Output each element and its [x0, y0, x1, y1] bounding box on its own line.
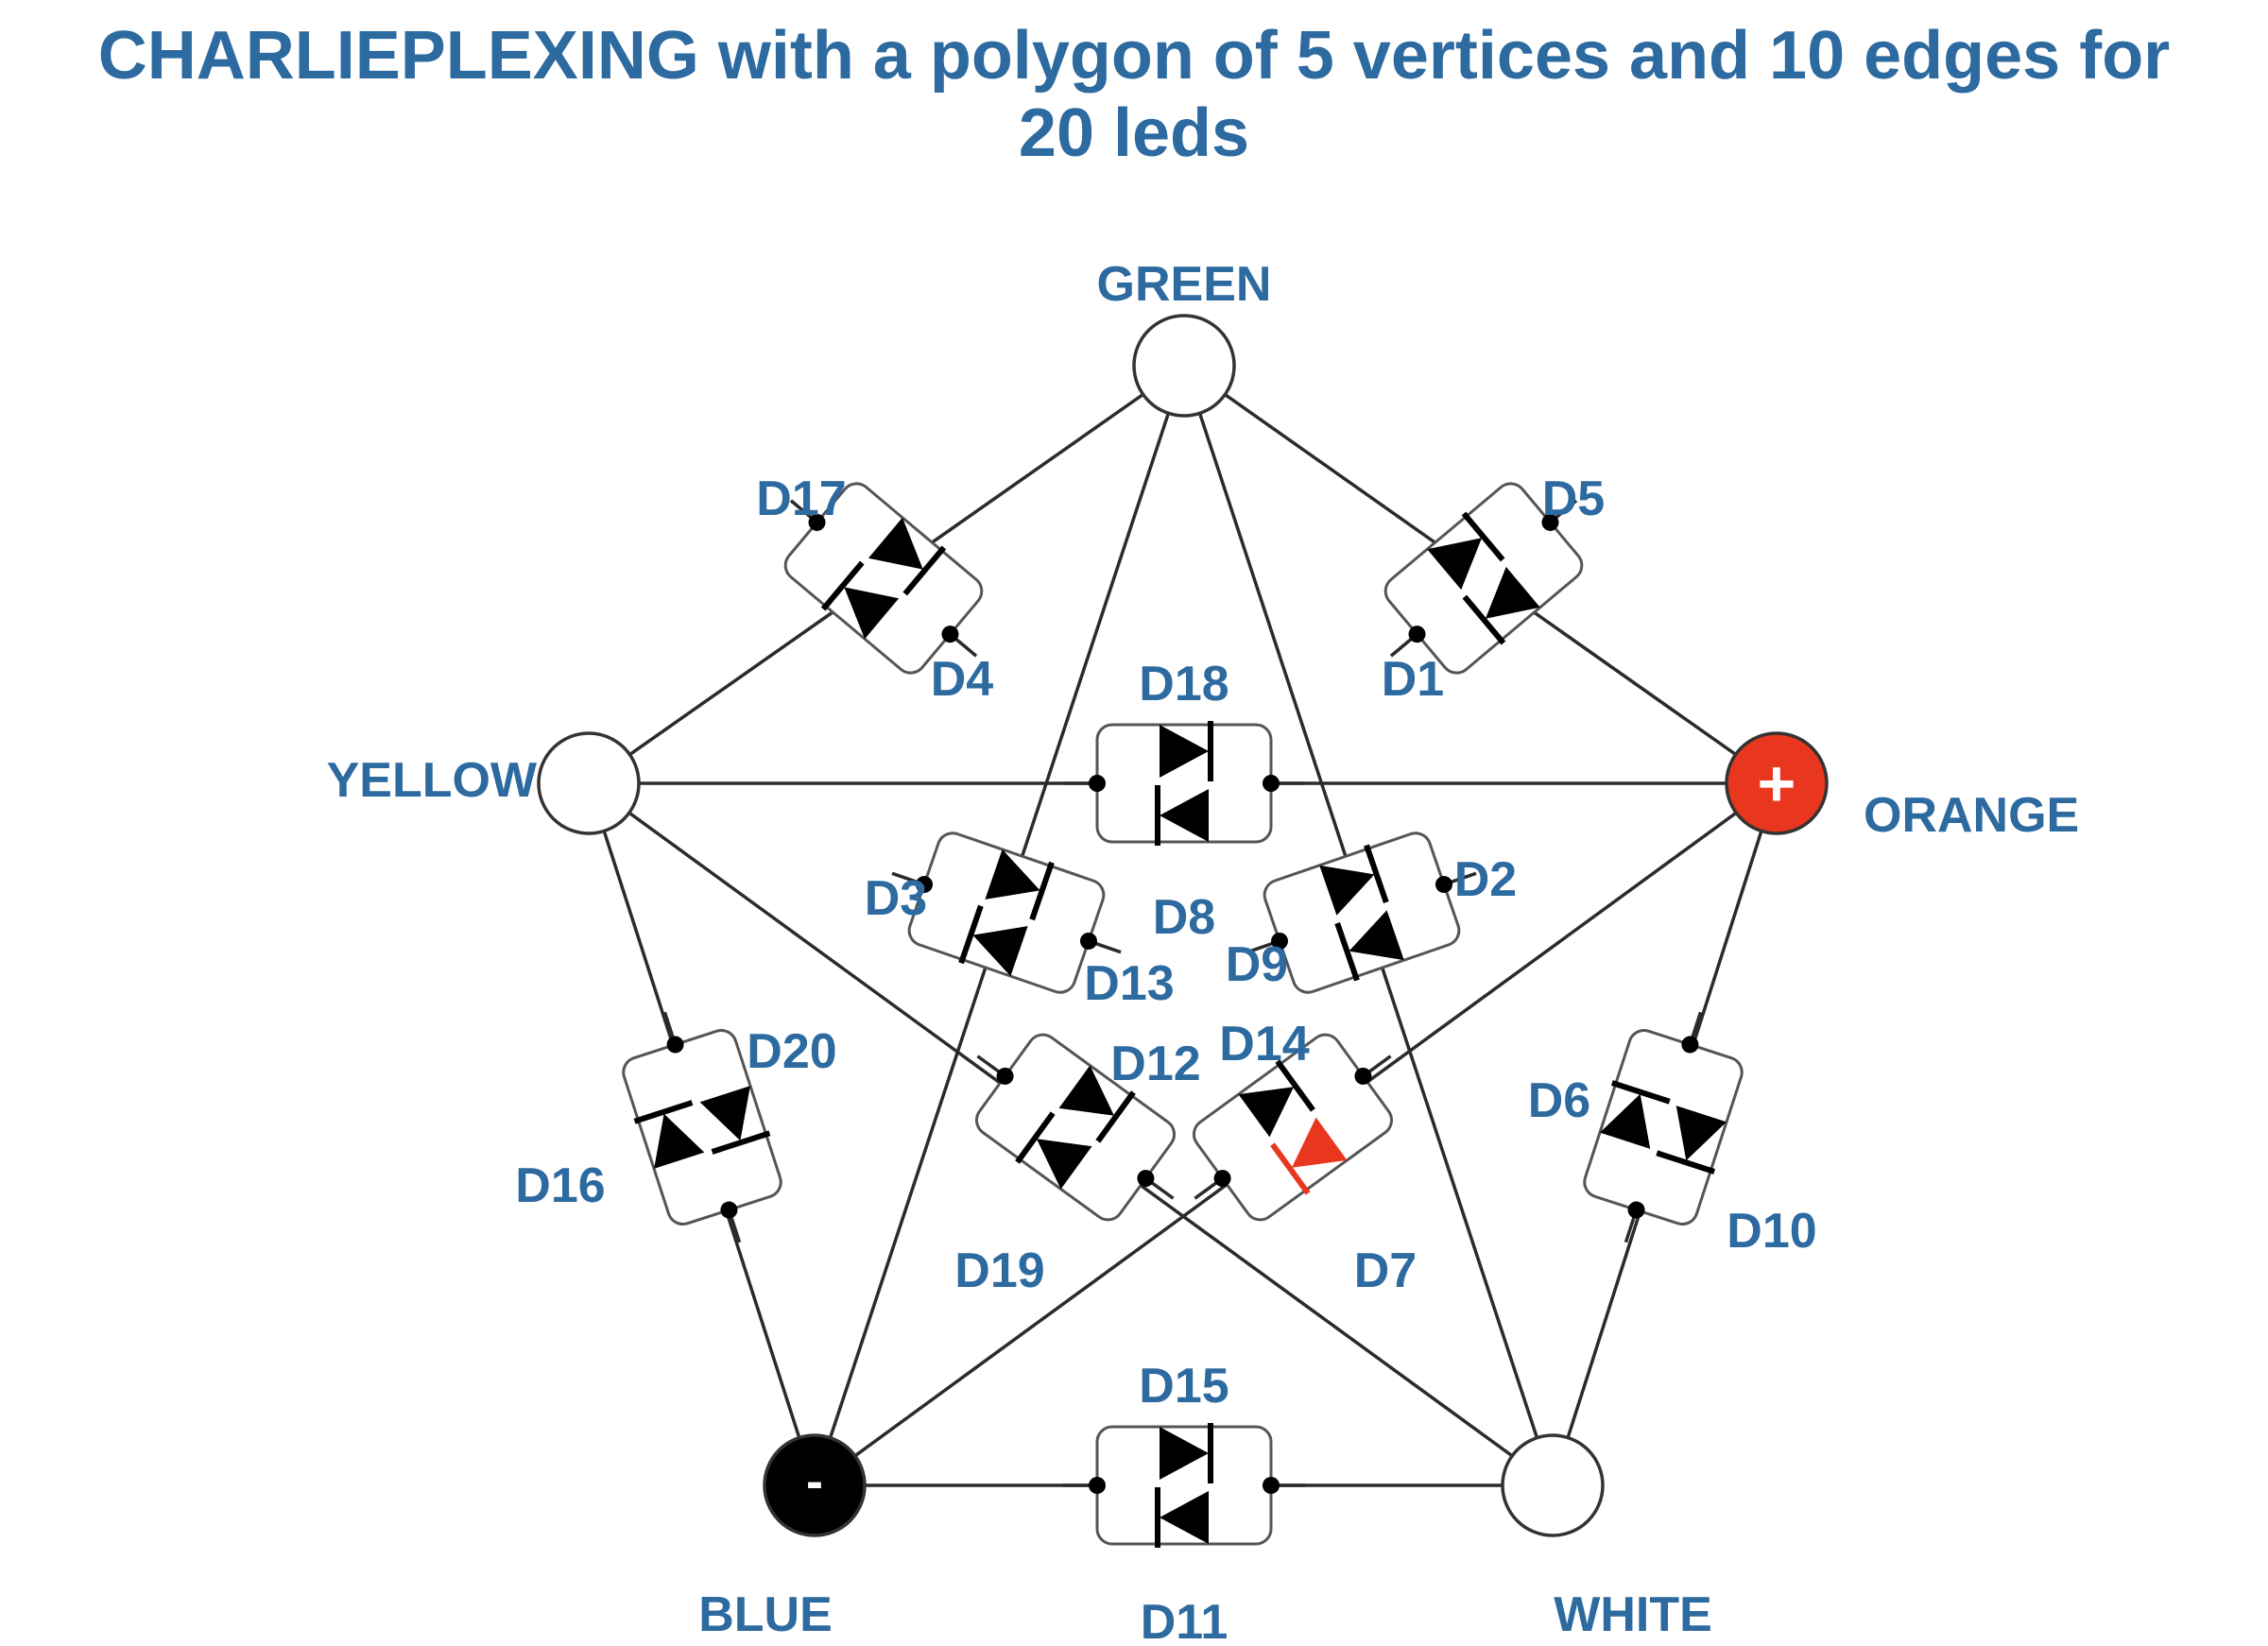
led-d18-symbol [1160, 721, 1213, 781]
led-d6-symbol [1600, 1080, 1671, 1149]
led-d17-symbol [868, 517, 947, 596]
led-d13-symbol [958, 904, 1028, 977]
led-label-d14: D14 [1219, 1017, 1309, 1072]
led-label-d5: D5 [1542, 472, 1605, 526]
led-label-d2: D2 [1454, 852, 1517, 907]
led-label-d19: D19 [954, 1243, 1044, 1298]
led-d19-symbol [1015, 1111, 1092, 1190]
led-label-d12: D12 [1110, 1037, 1200, 1091]
led-label-d17: D17 [756, 472, 846, 526]
led-module-d12-d19 [974, 1033, 1177, 1222]
led-module-d14-d7 [1192, 1033, 1394, 1222]
led-d2-symbol [1319, 844, 1389, 916]
led-label-d3: D3 [865, 871, 927, 926]
led-module-d18-d8 [1063, 721, 1305, 846]
node-label-blue: BLUE [698, 1587, 833, 1642]
led-module-d3-d13 [891, 832, 1122, 994]
node-blue-terminal-sign: - [806, 1453, 823, 1510]
title-line-2: 20 leds [1018, 95, 1250, 171]
node-label-yellow: YELLOW [327, 753, 538, 808]
led-label-d16: D16 [515, 1158, 605, 1213]
node-label-white: WHITE [1554, 1587, 1712, 1642]
led-d11-symbol [1155, 1487, 1209, 1548]
led-module-d20-d16 [622, 1011, 782, 1243]
led-d12-symbol [1058, 1065, 1136, 1143]
node-green [1132, 314, 1236, 418]
node-white [1501, 1433, 1605, 1537]
led-label-d1: D1 [1382, 652, 1444, 707]
led-label-d15: D15 [1139, 1359, 1228, 1414]
node-label-green: GREEN [1097, 257, 1272, 312]
led-module-d17-d4 [783, 482, 984, 675]
led-d9-symbol [1334, 910, 1404, 982]
led-d8-symbol [1155, 785, 1209, 846]
led-module-d15-d11 [1063, 1423, 1305, 1548]
led-module-d6-d10 [1583, 1011, 1744, 1243]
led-d16-symbol [633, 1100, 705, 1169]
led-modules-layer [622, 482, 1744, 1548]
diagram-title: CHARLIEPLEXING with a polygon of 5 verti… [0, 17, 2268, 172]
led-label-d8: D8 [1153, 890, 1215, 945]
led-d15-symbol [1160, 1423, 1213, 1483]
node-orange-terminal-sign: + [1758, 746, 1796, 820]
led-label-d10: D10 [1727, 1204, 1816, 1259]
led-d7-symbol [1270, 1117, 1348, 1195]
led-d1-symbol [1462, 566, 1540, 645]
led-d4-symbol [820, 560, 900, 640]
node-blue [763, 1433, 867, 1537]
node-yellow [537, 731, 641, 835]
led-d3-symbol [985, 849, 1055, 921]
led-module-d2-d9 [1246, 832, 1477, 994]
led-module-d5-d1 [1383, 482, 1584, 675]
node-label-orange: ORANGE [1864, 788, 2079, 843]
nodes-layer: +- [537, 314, 1829, 1537]
led-label-d9: D9 [1226, 937, 1288, 992]
led-d14-symbol [1238, 1059, 1315, 1138]
led-label-d11: D11 [1141, 1595, 1228, 1646]
led-label-d4: D4 [931, 652, 994, 707]
led-label-d20: D20 [747, 1024, 836, 1079]
led-d10-symbol [1656, 1106, 1727, 1174]
node-orange [1725, 731, 1829, 835]
led-d20-symbol [699, 1086, 771, 1155]
title-line-1: CHARLIEPLEXING with a polygon of 5 verti… [97, 18, 2171, 94]
led-label-d18: D18 [1139, 657, 1228, 712]
led-label-d7: D7 [1354, 1243, 1417, 1298]
led-label-d13: D13 [1084, 956, 1174, 1011]
led-label-d6: D6 [1528, 1073, 1590, 1128]
led-d5-symbol [1427, 511, 1505, 591]
